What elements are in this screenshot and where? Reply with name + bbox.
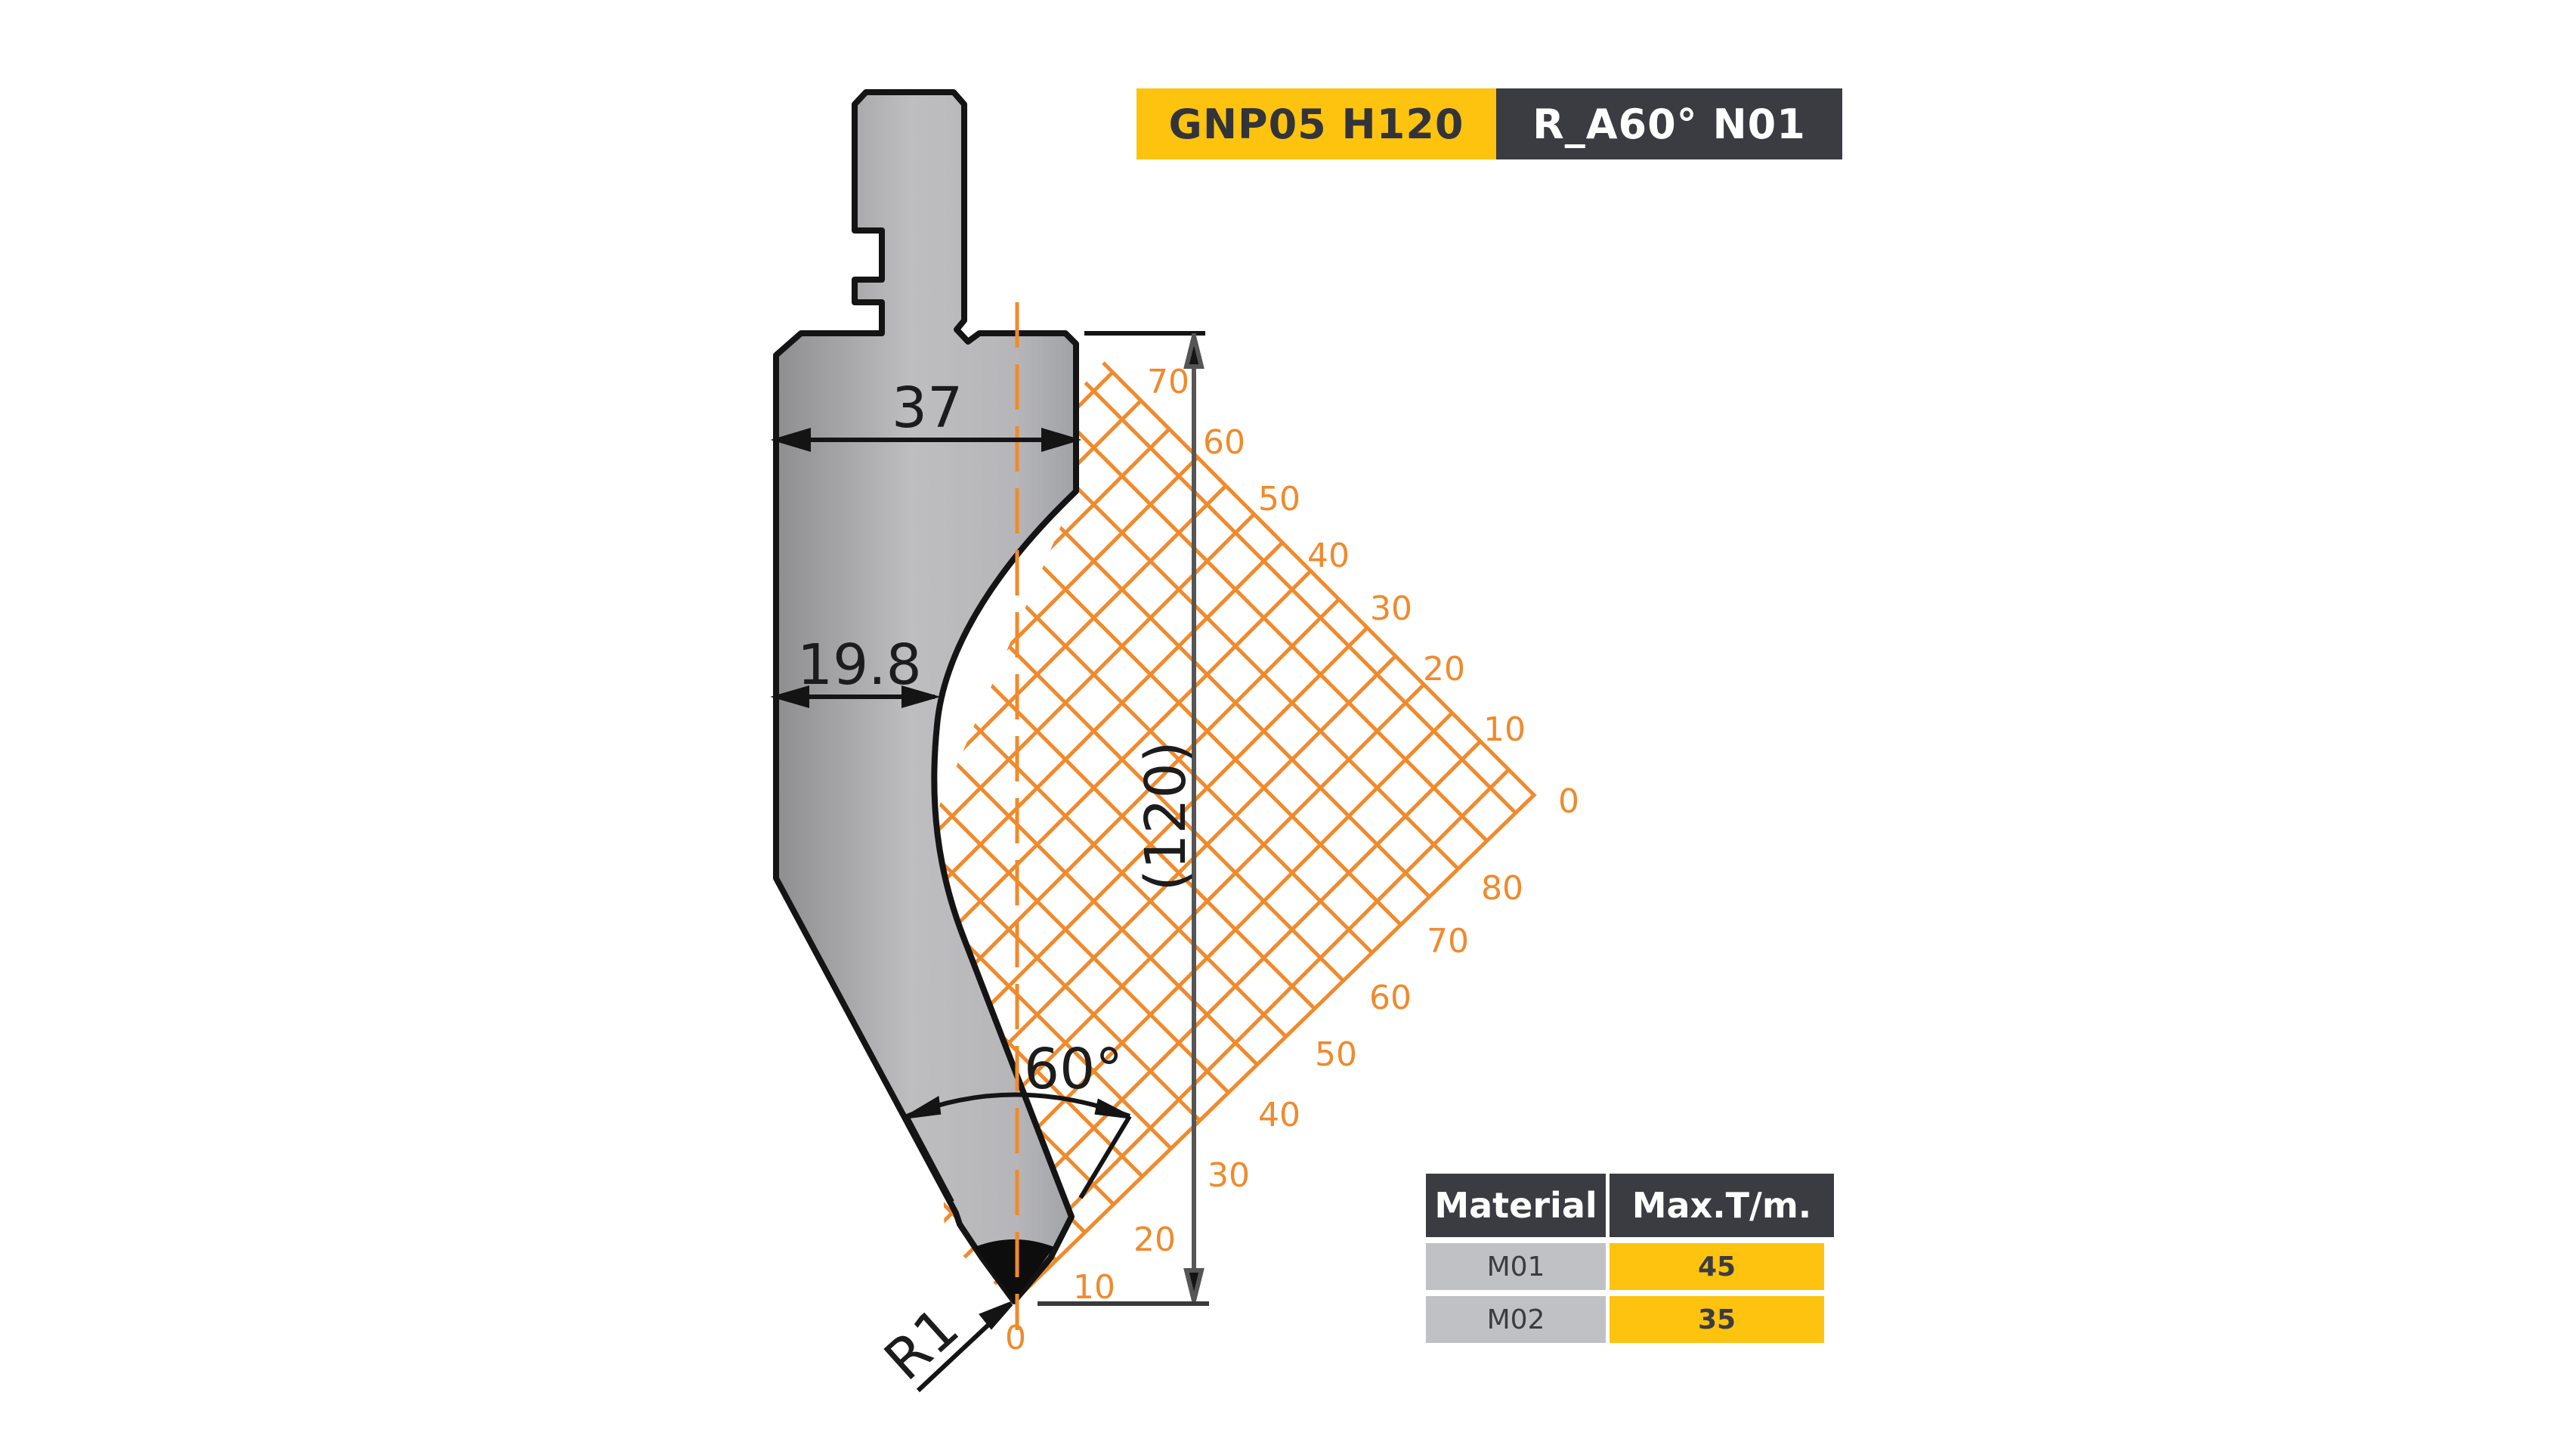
svg-text:20: 20 <box>1133 1221 1176 1259</box>
radius-label: R1 <box>872 1295 971 1394</box>
svg-text:70: 70 <box>1147 363 1189 401</box>
max-tonnage-cell: 35 <box>1610 1296 1824 1343</box>
max-tonnage-cell: 45 <box>1610 1243 1824 1290</box>
tip-radius <box>975 1239 1054 1301</box>
svg-text:30: 30 <box>1208 1156 1250 1195</box>
svg-text:10: 10 <box>1483 710 1526 749</box>
tool-code: GNP05 H120 <box>1136 88 1496 159</box>
svg-text:30: 30 <box>1370 589 1412 628</box>
title-badge: GNP05 H120 R_A60° N01 <box>1136 88 1842 159</box>
material-cell: M02 <box>1426 1296 1606 1343</box>
lower-edge-labels: 80 70 60 50 40 30 20 10 0 <box>1005 869 1523 1357</box>
svg-text:0: 0 <box>1005 1319 1026 1357</box>
svg-text:60: 60 <box>1369 979 1412 1017</box>
grid-outline <box>1013 361 1537 1303</box>
svg-text:60: 60 <box>1203 423 1245 462</box>
svg-text:0: 0 <box>1558 782 1579 821</box>
table-row: M01 45 <box>1426 1243 1834 1290</box>
tool-spec: R_A60° N01 <box>1496 88 1842 159</box>
dim-19-8-label: 19.8 <box>797 633 922 698</box>
dim-height-label: (120) <box>1133 741 1198 892</box>
dimension-width-37 <box>770 427 1082 453</box>
svg-text:80: 80 <box>1481 869 1523 908</box>
dim-37-label: 37 <box>892 376 963 441</box>
svg-text:20: 20 <box>1423 650 1465 688</box>
radius-leader <box>916 1301 1013 1393</box>
svg-text:10: 10 <box>1073 1268 1115 1307</box>
svg-text:50: 50 <box>1315 1035 1357 1074</box>
angle-label: 60° <box>1024 1037 1123 1102</box>
svg-text:70: 70 <box>1427 922 1469 961</box>
header-material: Material <box>1426 1174 1606 1237</box>
header-max-tonnage: Max.T/m. <box>1610 1174 1834 1237</box>
svg-text:40: 40 <box>1307 537 1350 575</box>
svg-text:50: 50 <box>1258 480 1300 518</box>
material-cell: M01 <box>1426 1243 1606 1290</box>
svg-text:40: 40 <box>1258 1096 1300 1134</box>
dimension-width-19-8 <box>770 685 941 708</box>
angle-indicator <box>905 1092 1132 1203</box>
material-table: Material Max.T/m. M01 45 M02 35 <box>1426 1174 1834 1343</box>
table-header: Material Max.T/m. <box>1426 1174 1834 1237</box>
upper-edge-labels: 70 60 50 40 30 20 10 0 <box>1147 363 1579 821</box>
table-row: M02 35 <box>1426 1296 1834 1343</box>
dimension-height <box>1038 331 1209 1306</box>
